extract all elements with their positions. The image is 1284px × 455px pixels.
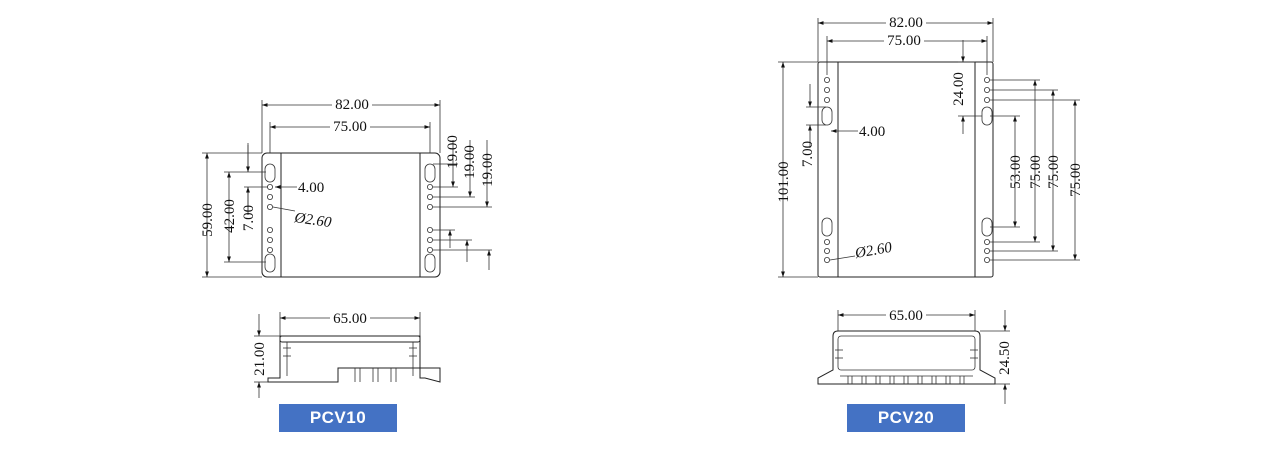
- pcv20-right-spacing-2: 75.00: [1028, 155, 1044, 189]
- pcv10-width-outer: 82.00: [335, 97, 369, 113]
- pcv10-side-view: [254, 309, 441, 398]
- pcv20-side-height: 24.50: [997, 341, 1013, 375]
- pcv10-top-view: [202, 96, 492, 278]
- pcv20-right-spacing-4: 75.00: [1068, 163, 1084, 197]
- pcv10-height-mid: 42.00: [222, 199, 238, 233]
- pcv10-right-spacing-1: 19.00: [445, 135, 461, 169]
- pcv20-label: PCV20: [847, 404, 965, 432]
- pcv10-label: PCV10: [279, 404, 397, 432]
- pcv10-width-inner: 75.00: [333, 119, 367, 135]
- pcv10-side-width: 65.00: [333, 311, 367, 327]
- pcv10-height-small: 7.00: [241, 205, 257, 231]
- pcv20-side-width: 65.00: [889, 308, 923, 324]
- pcv20-hole-diameter: Ø2.60: [853, 240, 894, 262]
- pcv20-right-spacing-3: 75.00: [1046, 155, 1062, 189]
- pcv20-right-spacing-1: 53.00: [1008, 155, 1024, 189]
- pcv10-right-spacing-2: 19.00: [462, 145, 478, 179]
- pcv20-width-outer: 82.00: [889, 15, 923, 31]
- pcv20-width-inner: 75.00: [887, 33, 921, 49]
- pcv20-right-top: 24.00: [951, 72, 967, 106]
- pcv10-side-height: 21.00: [252, 342, 268, 376]
- pcv20-slot-offset: 4.00: [859, 124, 885, 140]
- pcv10-right-spacing-3: 19.00: [480, 153, 496, 187]
- pcv20-height-total: 101.00: [776, 161, 792, 202]
- pcv20-height-small: 7.00: [800, 141, 816, 167]
- pcv10-slot-offset: 4.00: [298, 180, 324, 196]
- pcv10-height-total: 59.00: [200, 203, 216, 237]
- pcv10-hole-diameter: Ø2.60: [292, 210, 332, 231]
- pcv20-top-view: [778, 14, 1080, 278]
- pcv20-side-view: [817, 306, 1010, 404]
